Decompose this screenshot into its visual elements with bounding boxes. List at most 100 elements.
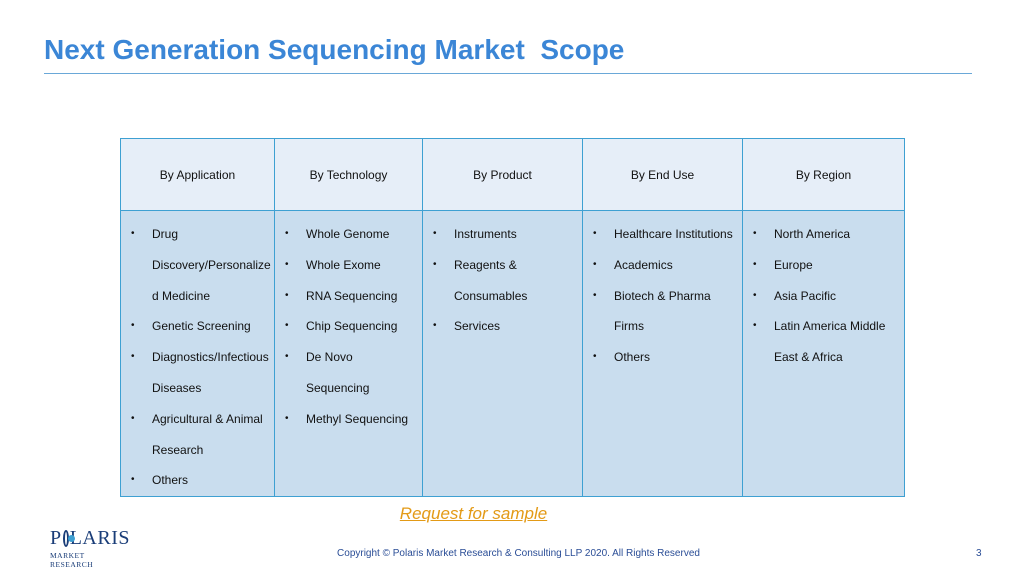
bullet-icon: • (131, 412, 135, 424)
segment-list: •Instruments • Reagents & Consumables•Servi… (423, 211, 582, 342)
list-item-row: • Biotech & Pharma (591, 281, 738, 312)
logo-o-icon (62, 529, 75, 547)
list-item-text: Drug (152, 227, 179, 241)
list-item-row: Diseases (129, 373, 270, 404)
column-header: By Technology (274, 138, 423, 211)
column-header: By Region (742, 138, 905, 211)
list-item: •Whole Genome (283, 219, 418, 250)
bullet-icon: • (131, 320, 135, 332)
table-header-row: By Application By Technology By Product … (120, 138, 905, 211)
list-item-text: Academics (614, 257, 673, 272)
list-item-text: Others (614, 350, 651, 365)
list-item: • RNA Sequencing (283, 281, 418, 312)
list-item-text: Methyl Sequencing (306, 411, 409, 426)
list-item-text: Agricultural & Animal (152, 411, 263, 426)
list-item-text: Asia Pacific (774, 288, 837, 303)
list-item-row: •Whole Genome (283, 219, 418, 250)
list-item: • Drug (129, 219, 270, 250)
list-item: • Biotech & Pharma (591, 281, 738, 312)
list-item: •Services (431, 311, 578, 342)
bullet-icon: • (593, 289, 597, 301)
list-item: • Genetic Screening (129, 311, 270, 342)
bullet-icon: • (593, 258, 597, 270)
list-item: • Others (591, 342, 738, 373)
list-item-text: Reagents & (454, 257, 517, 272)
list-item-text: De Novo Sequencing (306, 350, 370, 395)
list-item-row: East & Africa (751, 342, 900, 373)
list-item: • Diagnostics/Infectious (129, 342, 270, 373)
list-item-row: • RNA Sequencing (283, 281, 418, 312)
page-number: 3 (976, 548, 982, 559)
list-item-row: • De Novo Sequencing (283, 342, 418, 404)
list-item-text: RNA Sequencing (306, 288, 398, 303)
segment-list: •North America•Europe•Asia Pacific•Latin… (743, 211, 904, 373)
list-item: •Europe (751, 250, 900, 281)
bullet-icon: • (433, 258, 437, 270)
list-item: • De Novo Sequencing (283, 342, 418, 404)
list-item-row: •Chip Sequencing (283, 311, 418, 342)
list-item-text: Others (152, 473, 189, 488)
list-item: • Academics (591, 250, 738, 281)
list-item-row: Research (129, 435, 270, 466)
bullet-icon: • (593, 228, 597, 239)
list-item-row: • Genetic Screening (129, 311, 270, 342)
list-item-row: Consumables (431, 281, 578, 312)
list-item: Discovery/Personalize (129, 250, 271, 281)
list-item: d Medicine (129, 281, 270, 312)
list-item-row: • Drug (129, 219, 270, 250)
logo-subtitle: MARKET RESEARCH (50, 551, 94, 569)
list-item: •Asia Pacific (751, 281, 900, 312)
list-item: Diseases (129, 373, 270, 404)
segment-cell-product: •Instruments • Reagents & Consumables•Servi… (422, 209, 583, 498)
list-item: Firms (591, 311, 738, 342)
column-header: By Product (422, 138, 583, 211)
list-item-row: •Europe (751, 250, 900, 281)
bullet-icon: • (285, 412, 289, 424)
segment-cell-region: •North America•Europe•Asia Pacific•Latin… (742, 209, 905, 498)
bullet-icon: • (285, 351, 289, 363)
title-divider (44, 73, 972, 74)
bullet-icon: • (131, 228, 135, 239)
column-header: By Application (120, 138, 275, 211)
list-item-row: • Healthcare Institutions (591, 219, 738, 250)
list-item: • Methyl Sequencing (283, 404, 418, 435)
segment-list: • Healthcare Institutions • Academics • Biote… (583, 211, 742, 373)
list-item-row: • Diagnostics/Infectious (129, 342, 270, 373)
segment-cell-technology: •Whole Genome•Whole Exome•RNA Sequencing… (274, 209, 423, 498)
list-item-text: Services (454, 319, 501, 334)
list-item-text: Healthcare Institutions (614, 227, 733, 241)
list-item-text: Diseases (152, 380, 202, 395)
list-item-text: Genetic Screening (152, 319, 251, 334)
list-item: • Reagents & (431, 250, 578, 281)
bullet-icon: • (753, 320, 757, 332)
segment-cell-end-use: • Healthcare Institutions • Academics • Biote… (582, 209, 743, 498)
list-item: •Others (129, 465, 270, 496)
list-item-row: • Academics (591, 250, 738, 281)
list-item-row: • Others (591, 342, 738, 373)
list-item: •North America (751, 219, 900, 250)
bullet-icon: • (753, 258, 757, 270)
request-sample-link[interactable]: Request for sample (399, 504, 548, 523)
bullet-icon: • (285, 289, 289, 301)
list-item-text: Diagnostics/Infectious (152, 350, 269, 365)
list-item-row: •North America (751, 219, 900, 250)
list-item: •Whole Exome (283, 250, 418, 281)
bullet-icon: • (131, 351, 135, 363)
bullet-icon: • (285, 228, 289, 239)
list-item-text: d Medicine (152, 288, 211, 303)
bullet-icon: • (285, 320, 289, 332)
page-title: Next Generation Sequencing Market Scope (44, 34, 625, 65)
bullet-icon: • (593, 351, 597, 363)
list-item-text: Biotech & Pharma (614, 288, 711, 303)
bullet-icon: • (285, 258, 289, 270)
list-item-row: •Instruments (431, 219, 578, 250)
logo-word-right: LARIS (69, 527, 130, 549)
list-item-row: •Services (431, 311, 578, 342)
list-item-row: Discovery/Personalize (129, 250, 271, 281)
list-item-text: Research (152, 442, 204, 457)
list-item-row: •Latin America Middle (751, 311, 900, 342)
